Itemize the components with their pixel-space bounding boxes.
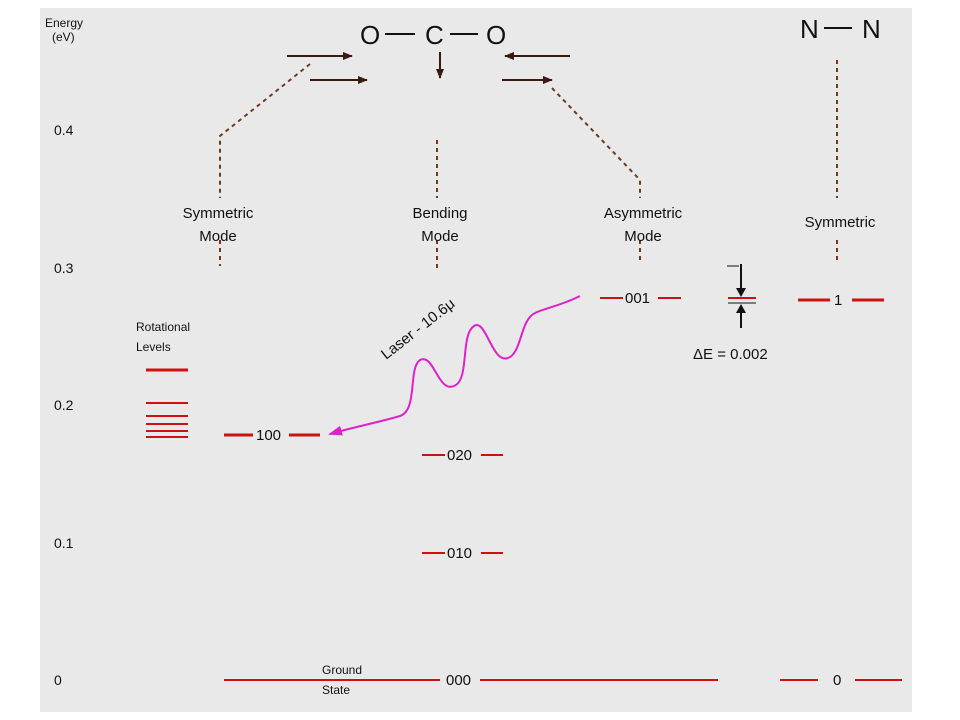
tick-label-0.1: 0.1 [54, 535, 74, 551]
co2-atom-o-right: O [486, 20, 506, 50]
n2-level-1-label: 1 [834, 292, 842, 309]
n2-symmetric-label: Symmetric [805, 214, 876, 231]
axis-title-line2: (eV) [52, 30, 75, 44]
tick-label-0: 0 [54, 672, 62, 688]
co2-atom-c: C [425, 20, 444, 50]
tick-label-0.2: 0.2 [54, 397, 74, 413]
asymmetric-connector-top [551, 87, 641, 198]
energy-level-diagram: Energy (eV) 0.4 0.3 0.2 0.1 0 O C O Symm… [45, 14, 902, 697]
asymmetric-mode-label-line2: Mode [624, 228, 662, 245]
symmetric-connector-top [219, 63, 311, 198]
level-020-label: 020 [447, 447, 472, 464]
bending-mode-label-line1: Bending [412, 205, 467, 222]
symmetric-mode-label-line2: Mode [199, 228, 237, 245]
level-001-label: 001 [625, 290, 650, 307]
rotational-levels-label-line1: Rotational [136, 320, 190, 334]
asymmetric-mode-label-line1: Asymmetric [604, 205, 683, 222]
tick-label-0.4: 0.4 [54, 122, 74, 138]
delta-e-arrowhead-up [736, 304, 746, 313]
delta-e-label: ΔE = 0.002 [693, 346, 768, 363]
rotational-levels-label-line2: Levels [136, 340, 171, 354]
co2-atom-o-left: O [360, 20, 380, 50]
level-010-label: 010 [447, 545, 472, 562]
delta-e-arrowhead-down [736, 288, 746, 297]
axis-title-line1: Energy [45, 16, 83, 30]
level-100-label: 100 [256, 427, 281, 444]
laser-wavy-arrow [328, 295, 581, 436]
level-000-label: 000 [446, 672, 471, 689]
ground-state-label-line1: Ground [322, 663, 362, 677]
symmetric-mode-label-line1: Symmetric [183, 205, 254, 222]
n2-atom-left: N [800, 14, 819, 44]
tick-label-0.3: 0.3 [54, 260, 74, 276]
bending-mode-label-line2: Mode [421, 228, 459, 245]
n2-atom-right: N [862, 14, 881, 44]
n2-level-0-label: 0 [833, 672, 841, 689]
ground-state-label-line2: State [322, 683, 350, 697]
diagram-panel: Energy (eV) 0.4 0.3 0.2 0.1 0 O C O Symm… [40, 8, 912, 712]
laser-label: Laser - 10.6μ [378, 295, 458, 363]
